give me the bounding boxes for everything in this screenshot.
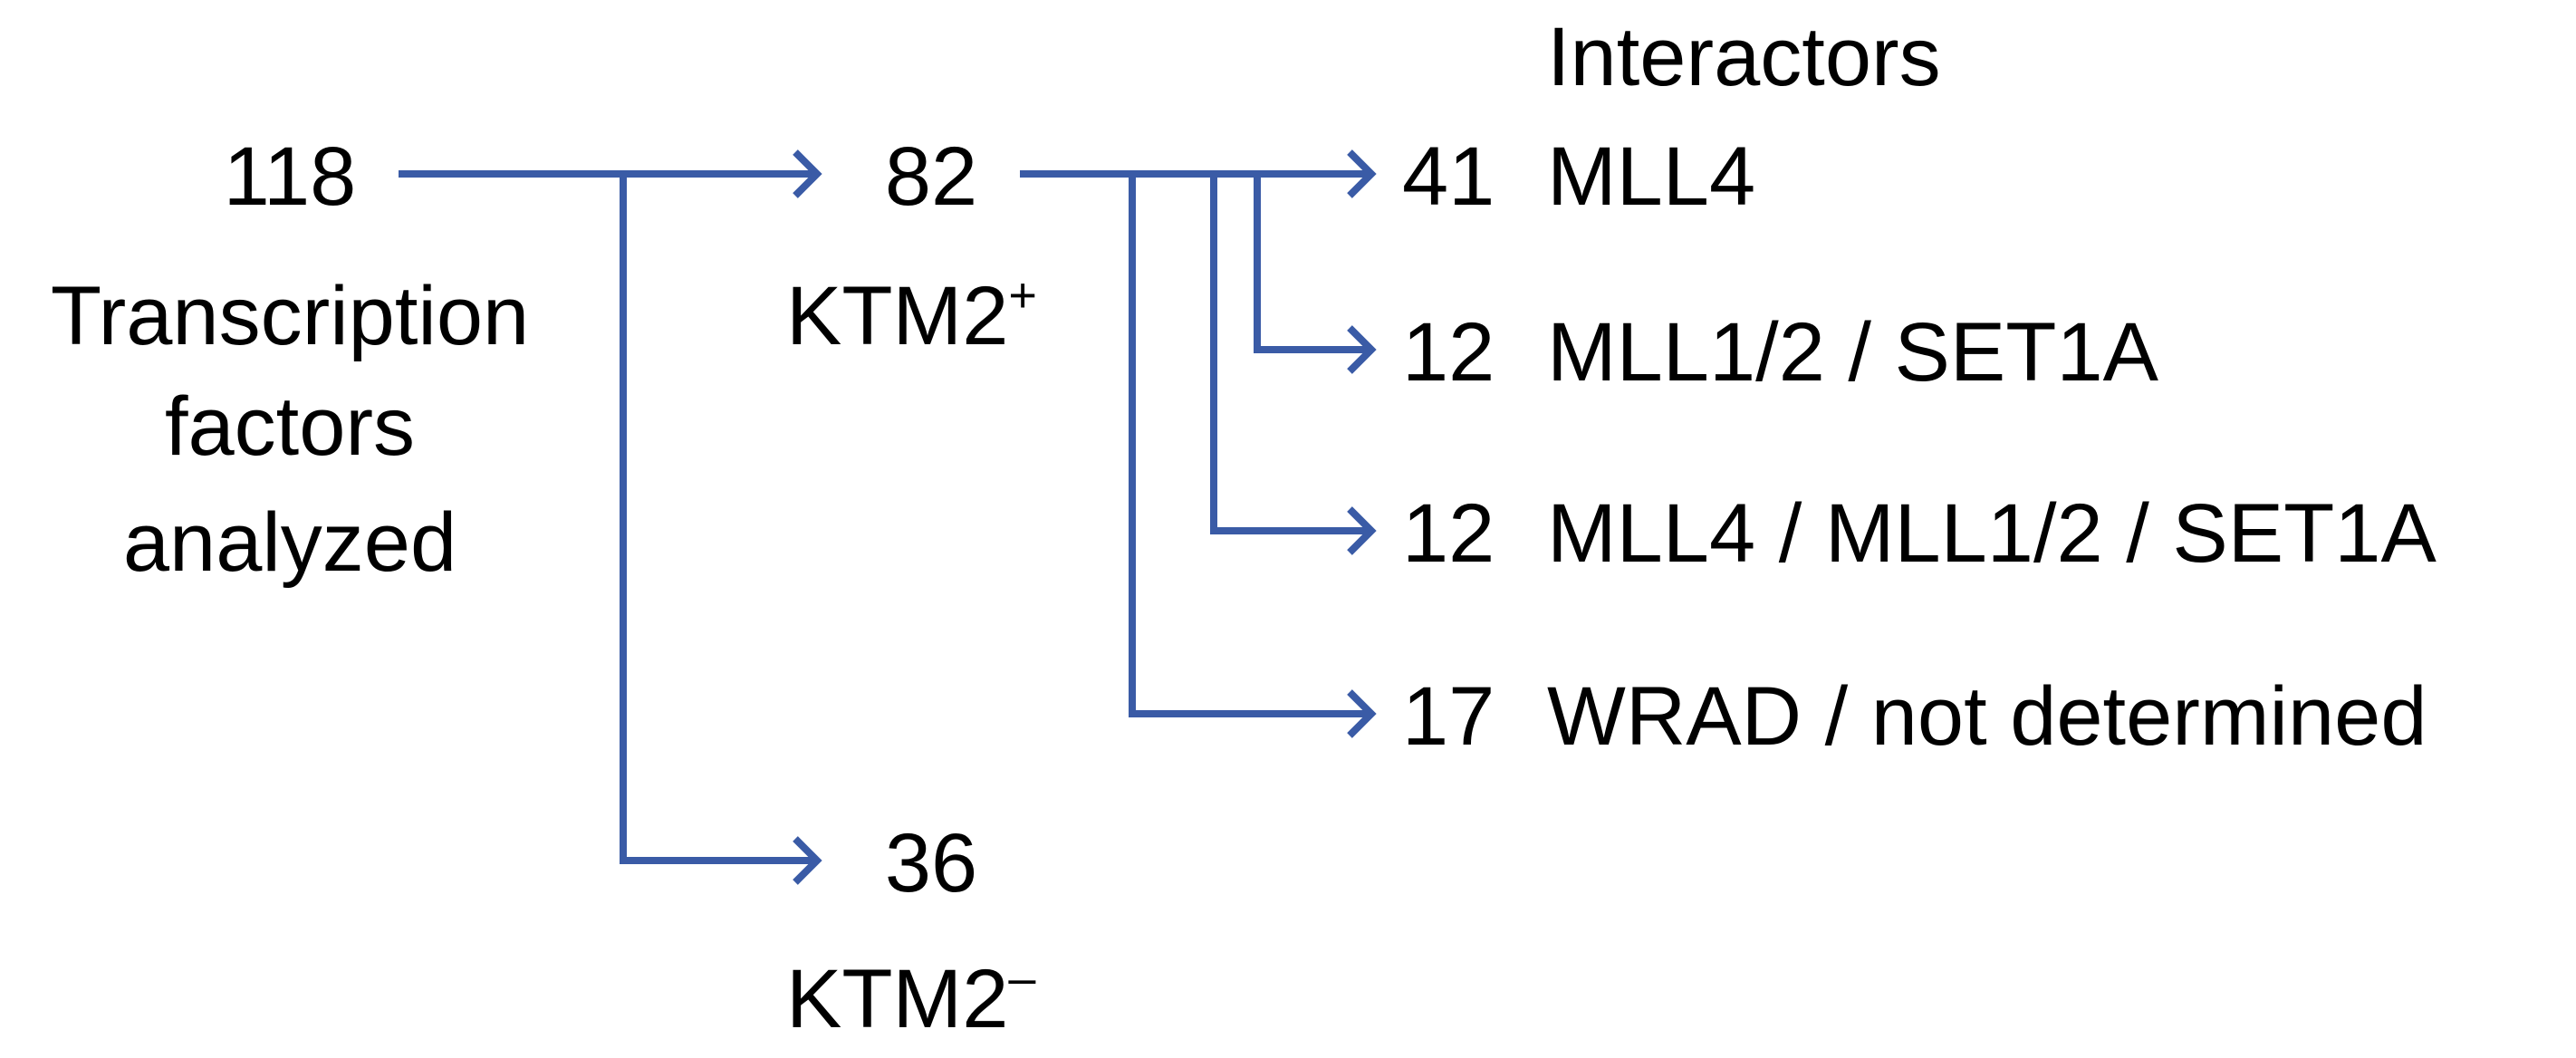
arrowhead-ktm2-negative [793, 836, 822, 885]
ktm2-positive-node: 82 KTM2+ [786, 130, 1037, 362]
arrow-root-to-ktm2-negative [620, 174, 815, 864]
ktm2-negative-count: 36 [885, 817, 977, 909]
connectors [399, 149, 1377, 885]
interactor-label-2: MLL1/2 / SET1A [1547, 306, 2159, 399]
root-label-line-3: analyzed [123, 496, 457, 589]
ktm2-negative-label: KTM2– [786, 951, 1035, 1045]
interactors-list: Interactors 41 MLL4 12 MLL1/2 / SET1A 12… [1402, 11, 2437, 763]
interactor-count-1: 41 [1402, 130, 1495, 223]
interactor-label-3: MLL4 / MLL1/2 / SET1A [1547, 487, 2437, 580]
ktm2-negative-label-text: KTM2 [786, 953, 1008, 1045]
arrowhead-ktm2-positive [793, 149, 822, 198]
interactor-label-1: MLL4 [1547, 130, 1755, 223]
interactors-header: Interactors [1547, 11, 1941, 103]
ktm2-positive-count: 82 [885, 130, 977, 223]
ktm2-positive-label: KTM2+ [786, 268, 1037, 362]
arrow-ktm2-to-mll12-set1a [1254, 174, 1370, 353]
root-count: 118 [224, 130, 357, 223]
arrowhead-mll4 [1347, 149, 1377, 198]
root-label-line-2: factors [165, 380, 415, 473]
arrowhead-wrad [1347, 689, 1377, 738]
arrow-ktm2-to-mll4-mll12-set1a [1210, 174, 1370, 534]
ktm2-negative-superscript: – [1008, 951, 1035, 1005]
interactor-count-4: 17 [1402, 670, 1495, 763]
arrowhead-mll4-mll12-set1a [1347, 506, 1377, 555]
interactor-label-4: WRAD / not determined [1547, 670, 2427, 763]
root-node: 118 Transcription factors analyzed [51, 130, 529, 589]
arrowhead-mll12-set1a [1347, 325, 1377, 374]
root-label-line-1: Transcription [51, 270, 529, 362]
ktm2-positive-superscript: + [1008, 268, 1037, 322]
interactor-count-2: 12 [1402, 306, 1495, 399]
ktm2-negative-node: 36 KTM2– [786, 817, 1035, 1045]
arrow-ktm2-to-wrad [1129, 174, 1370, 717]
ktm2-positive-label-text: KTM2 [786, 270, 1008, 362]
interactor-count-3: 12 [1402, 487, 1495, 580]
